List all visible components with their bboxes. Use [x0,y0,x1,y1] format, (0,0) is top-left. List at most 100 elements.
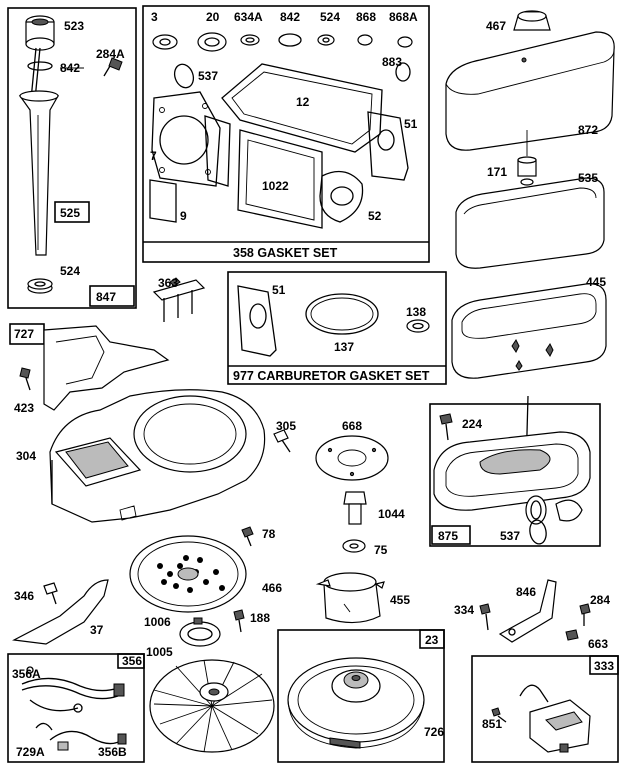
label-9: 9 [180,209,187,223]
label-3: 3 [151,10,158,24]
label-346: 346 [14,589,34,603]
label-875: 875 [438,529,458,543]
label-525: 525 [60,206,80,220]
label-138: 138 [406,305,426,319]
box-875 [429,403,601,547]
ignition-bracket-1006 [179,617,221,647]
bolt-305 [273,429,291,453]
label-37: 37 [90,623,104,637]
label-171: 171 [487,165,507,179]
label-356b: 356B [98,745,127,759]
gasket-set-caption: 358 GASKET SET [233,246,338,260]
label-842: 842 [60,61,80,75]
box-977 [227,271,447,385]
screw-346 [43,582,58,605]
blower-housing [49,389,266,523]
label-455: 455 [390,593,410,607]
box-333 [471,655,619,763]
label-51b: 51 [272,283,286,297]
gasket-set-box [142,5,430,263]
label-23: 23 [425,633,439,647]
label-1006: 1006 [144,615,171,629]
screw-188 [233,609,245,633]
label-7: 7 [150,149,157,163]
label-284a: 284A [96,47,125,61]
label-729a: 729A [16,745,45,759]
breather-bracket [152,277,206,322]
label-883: 883 [382,55,402,69]
label-445: 445 [586,275,606,289]
label-334: 334 [454,603,474,617]
screw-78 [241,526,254,547]
label-535: 535 [578,171,598,185]
air-cleaner-base-box [429,395,601,547]
box-847-tag [89,285,135,307]
dipstick-tube-assembly [7,7,137,309]
label-78: 78 [262,527,276,541]
fan-1005 [149,659,275,753]
label-356a: 356A [12,667,41,681]
air-vane-37 [12,579,109,645]
label-363: 363 [158,276,178,290]
label-868: 868 [356,10,376,24]
label-668: 668 [342,419,362,433]
label-12: 12 [296,95,310,109]
armature-box [471,655,619,763]
label-188: 188 [250,611,270,625]
box-356 [7,653,145,763]
flywheel-box [277,629,445,763]
box-356-tag [117,653,145,669]
label-872: 872 [578,123,598,137]
label-537b: 537 [500,529,520,543]
label-284: 284 [590,593,610,607]
grass-screen [129,535,247,613]
label-466: 466 [262,581,282,595]
label-846: 846 [516,585,536,599]
label-634a: 634A [234,10,263,24]
label-305: 305 [276,419,296,433]
air-cleaner-assembly [445,10,615,379]
label-51: 51 [404,117,418,131]
label-524b: 524 [320,10,340,24]
label-842b: 842 [280,10,300,24]
label-1022: 1022 [262,179,289,193]
wire-harness-box [7,653,145,763]
label-333: 333 [594,659,614,673]
washer-75 [342,539,366,553]
label-52: 52 [368,209,382,223]
label-868a: 868A [389,10,418,24]
label-537: 537 [198,69,218,83]
label-224: 224 [462,417,482,431]
label-524: 524 [60,264,80,278]
label-851: 851 [482,717,502,731]
label-523: 523 [64,19,84,33]
label-20: 20 [206,10,220,24]
box-875-tag [431,525,471,545]
box-525-tag [54,201,90,223]
label-1005: 1005 [146,645,173,659]
label-137: 137 [334,340,354,354]
box-23 [277,629,445,763]
label-726: 726 [424,725,444,739]
label-467: 467 [486,19,506,33]
label-423: 423 [14,401,34,415]
box-847 [7,7,137,309]
label-663: 663 [588,637,608,651]
box-358 [142,5,430,263]
box-333-tag [589,655,619,675]
label-75: 75 [374,543,388,557]
label-1044: 1044 [378,507,405,521]
label-304: 304 [16,449,36,463]
cylinder-baffle [9,323,170,411]
cup-455 [315,572,385,624]
carburetor-gasket-set-box [227,271,447,385]
label-356: 356 [122,654,142,668]
label-847: 847 [96,290,116,304]
rotating-screen [315,435,389,481]
flywheel-nut [343,491,367,525]
control-bracket-846 [479,579,591,643]
box-23-tag [419,629,445,649]
carb-gasket-set-caption: 977 CARBURETOR GASKET SET [233,369,430,383]
label-727: 727 [14,327,34,341]
